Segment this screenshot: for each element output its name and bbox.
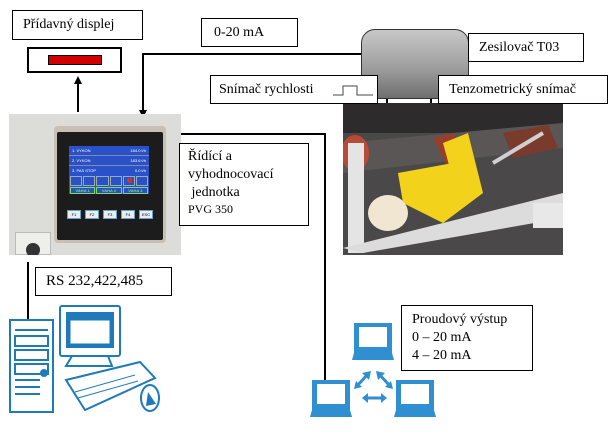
key-f3[interactable]: F3: [103, 210, 117, 219]
link-amplifier-to-unit: [142, 53, 362, 112]
key-f1[interactable]: F1: [67, 210, 81, 219]
current-output-line2: 0 – 20 mA: [412, 330, 472, 345]
key-f2[interactable]: F2: [85, 210, 99, 219]
conveyor-illustration: [343, 103, 563, 255]
speed-sensor-label: Snímač rychlosti: [210, 75, 378, 104]
current-top-label: 0-20 mA: [201, 18, 298, 47]
current-output-label: Proudový výstup 0 – 20 mA 4 – 20 mA: [401, 305, 533, 371]
alarm-indicator-icon: [122, 176, 135, 186]
cable-gland: [15, 232, 51, 255]
arrow-down-pc: [24, 320, 32, 328]
control-unit-line1: Řídící a: [188, 149, 232, 164]
control-unit-line4: PVG 350: [188, 202, 234, 216]
serial-text: RS 232,422,485: [46, 273, 144, 289]
current-top-text: 0-20 mA: [214, 25, 265, 40]
screen-status-row: VAHA 1 VAHA 2 VAHA 3: [69, 187, 149, 194]
strain-sensor-label: Tenzometrický snímač: [438, 75, 608, 104]
strain-sensor-text: Tenzometrický snímač: [449, 82, 576, 97]
arrow-down-network: [321, 382, 329, 390]
conveyor-scale-photo: [343, 103, 563, 255]
screen-icon-row: [69, 175, 149, 187]
extra-display-text: Přídavný displej: [23, 17, 115, 32]
pulse-icon: [333, 85, 373, 96]
control-unit-line2: vyhodnocovací: [188, 167, 274, 182]
amplifier-text: Zesilovač T03: [479, 40, 560, 55]
extra-display-label: Přídavný displej: [12, 10, 143, 40]
extra-display-device: [27, 47, 122, 73]
speed-sensor-text: Snímač rychlosti: [219, 82, 314, 97]
arrow-up-display: [74, 76, 82, 84]
control-unit-label: Řídící a vyhodnocovací jednotka PVG 350: [179, 143, 309, 226]
key-esc[interactable]: ESC: [139, 210, 153, 219]
device-keypad: F1 F2 F3 F4 ESC: [67, 210, 157, 219]
amplifier-label: Zesilovač T03: [468, 33, 584, 62]
serial-label: RS 232,422,485: [35, 267, 172, 296]
key-f4[interactable]: F4: [121, 210, 135, 219]
current-output-line1: Proudový výstup: [412, 312, 508, 327]
link-unit-to-network: [173, 133, 326, 384]
current-output-line3: 4 – 20 mA: [412, 348, 472, 363]
display-red-bar: [48, 55, 102, 65]
control-unit-line3: jednotka: [188, 185, 240, 200]
